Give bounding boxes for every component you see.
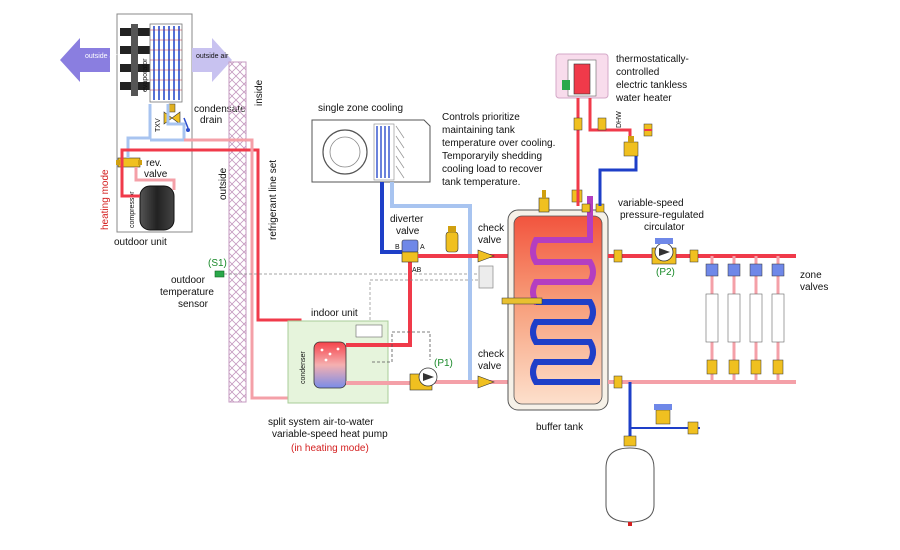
air-handler xyxy=(311,119,431,183)
expansion-tank xyxy=(605,435,655,526)
s1-label: (S1) xyxy=(208,258,227,269)
buffer-tank xyxy=(501,196,609,411)
zone-branch xyxy=(705,256,719,382)
outdoor-unit-label: outdoor unit xyxy=(114,237,167,248)
tankless-heater-label: thermostatically- xyxy=(616,54,689,65)
tankless-heater-label-3: electric tankless xyxy=(616,80,687,91)
p2-label: (P2) xyxy=(656,267,675,278)
diverter-valve-label: diverter xyxy=(390,214,424,225)
indoor-unit xyxy=(287,320,389,404)
circulator-label: variable-speed xyxy=(618,198,684,209)
outside-air-arrow-left: outside air xyxy=(60,38,118,82)
rev-valve-label-2: valve xyxy=(144,169,168,180)
tankless-valve-2 xyxy=(597,117,607,131)
condenser xyxy=(313,341,347,389)
mixing-valve xyxy=(623,136,639,157)
air-vent-valve xyxy=(538,190,550,213)
in-heating-mode-label: (in heating mode) xyxy=(291,443,369,454)
split-system-label-2: variable-speed heat pump xyxy=(272,429,388,440)
port-ab-label: AB xyxy=(412,267,422,274)
evaporator-coil xyxy=(149,23,183,103)
txv-label: TXV xyxy=(155,118,162,132)
circulator-label-3: circulator xyxy=(644,222,685,233)
check-valve-top xyxy=(477,249,495,263)
outdoor-temp-sensor-label: outdoor xyxy=(171,275,206,286)
check-valve-bottom xyxy=(477,375,495,389)
outside-label: outside xyxy=(218,167,229,200)
check-valve-top-label-2: valve xyxy=(478,235,502,246)
check-valve-bottom-label-2: valve xyxy=(478,361,502,372)
zone-manifold xyxy=(705,256,785,382)
compressor-icon xyxy=(139,185,175,231)
check-valve-top-label: check xyxy=(478,223,505,234)
condensate-drain-icon xyxy=(183,117,189,129)
controls-note-2: maintaining tank xyxy=(442,125,516,136)
chilled-supply-pipe xyxy=(380,182,402,254)
air-separator xyxy=(445,226,459,253)
pressure-reducing-valve xyxy=(654,404,672,425)
port-b-label: B xyxy=(395,244,400,251)
reversing-valve xyxy=(116,157,142,168)
indoor-unit-label: indoor unit xyxy=(311,308,358,319)
tankless-valve-1 xyxy=(573,117,583,131)
diverter-valve-label-2: valve xyxy=(396,226,420,237)
refrigerant-line-cool xyxy=(184,138,312,400)
diverter-valve xyxy=(401,239,419,263)
controller-box xyxy=(478,265,494,289)
circulator-label-2: pressure-regulated xyxy=(620,210,704,221)
condensate-drain-label-2: drain xyxy=(200,115,222,126)
p1-label: (P1) xyxy=(434,358,453,369)
outdoor-temperature-sensor xyxy=(214,270,225,278)
split-system-label: split system air-to-water xyxy=(268,417,374,428)
zone-valves-label-2: valves xyxy=(800,282,828,293)
outdoor-temp-sensor-label-2: temperature xyxy=(160,287,214,298)
zone-valves-label: zone xyxy=(800,270,822,281)
outside-air-arrow-right: outside air xyxy=(192,38,232,82)
fill-valve xyxy=(687,421,699,435)
condenser-label: condenser xyxy=(300,351,307,384)
controls-note-3: temperature over cooling. xyxy=(442,138,555,149)
heating-mode-label: heating mode xyxy=(100,169,111,230)
controls-note-4: Temporaryily shedding xyxy=(442,151,542,162)
condensate-drain-label: condensate xyxy=(194,104,246,115)
refrigerant-line-set-label: refrigerant line set xyxy=(268,160,279,240)
check-valve-bottom-label: check xyxy=(478,349,505,360)
compressor-label: compressor xyxy=(129,191,136,228)
controls-note-6: tank temperature. xyxy=(442,177,520,188)
tankless-heater-label-2: controlled xyxy=(616,67,659,78)
zone-branch xyxy=(749,256,763,382)
rev-valve-label: rev. xyxy=(146,158,162,169)
building-wall xyxy=(228,61,247,403)
controls-note: Controls prioritize xyxy=(442,112,520,123)
tankless-heater-label-4: water heater xyxy=(615,93,672,104)
buffer-tank-label: buffer tank xyxy=(536,422,584,433)
single-zone-cooling-label: single zone cooling xyxy=(318,103,403,114)
zone-branch xyxy=(771,256,785,382)
fan-icon xyxy=(120,24,150,96)
inside-label: inside xyxy=(254,79,265,106)
zone-branch xyxy=(727,256,741,382)
tankless-water-heater xyxy=(555,53,609,99)
circulator-p2 xyxy=(651,238,677,265)
outdoor-temp-sensor-label-3: sensor xyxy=(178,299,209,310)
svg-text:outside air: outside air xyxy=(85,53,118,60)
evaporator-label: evaporator xyxy=(142,58,149,92)
port-a-label: A xyxy=(420,244,425,251)
outdoor-unit: evaporator TXV rev. valve compressor out… xyxy=(114,13,193,248)
controls-note-5: cooling load to recover xyxy=(442,164,543,175)
circulator-p1 xyxy=(409,367,438,391)
dhw-label: DHW xyxy=(616,111,623,128)
svg-text:outside air: outside air xyxy=(196,53,229,60)
